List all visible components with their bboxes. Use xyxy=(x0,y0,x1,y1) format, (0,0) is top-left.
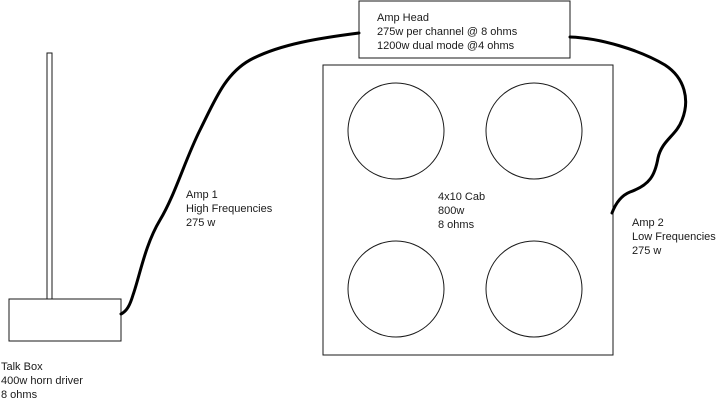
cab-impedance: 8 ohms xyxy=(438,219,475,231)
cab-power: 800w xyxy=(438,205,465,217)
speaker-bottom-left xyxy=(347,240,445,338)
amp2-power: 275 w xyxy=(632,245,662,257)
talk-box-label: Talk Box 400w horn driver 8 ohms xyxy=(1,360,83,402)
amp2-range: Low Frequencies xyxy=(632,231,716,243)
amp-head-box xyxy=(358,0,571,59)
speaker-top-right xyxy=(485,82,583,180)
talk-box-title: Talk Box xyxy=(1,361,43,373)
cable-amp2 xyxy=(568,35,688,215)
cab-title: 4x10 Cab xyxy=(438,191,486,203)
talk-box-driver: 400w horn driver xyxy=(1,375,83,387)
amp2-label: Amp 2 Low Frequencies 275 w xyxy=(632,216,716,258)
speaker-top-left xyxy=(347,82,445,180)
amp-head-spec-8ohm: 275w per channel @ 8 ohms xyxy=(377,26,518,38)
talk-box-impedance: 8 ohms xyxy=(1,389,38,401)
amp-head-label: Amp Head 275w per channel @ 8 ohms 1200w… xyxy=(377,11,517,53)
talk-box-tube xyxy=(46,52,53,300)
amp1-label: Amp 1 High Frequencies 275 w xyxy=(186,188,272,230)
cab-box xyxy=(322,64,614,356)
speaker-bottom-right xyxy=(485,240,583,338)
talk-box-body xyxy=(8,298,122,342)
amp2-title: Amp 2 xyxy=(632,217,664,229)
amp1-power: 275 w xyxy=(186,217,216,229)
cable-amp1 xyxy=(119,31,361,316)
cab-label: 4x10 Cab 800w 8 ohms xyxy=(438,190,485,232)
amp1-title: Amp 1 xyxy=(186,189,218,201)
amp1-range: High Frequencies xyxy=(186,203,273,215)
amp-head-spec-4ohm: 1200w dual mode @4 ohms xyxy=(377,40,515,52)
amp-head-title: Amp Head xyxy=(377,12,429,24)
